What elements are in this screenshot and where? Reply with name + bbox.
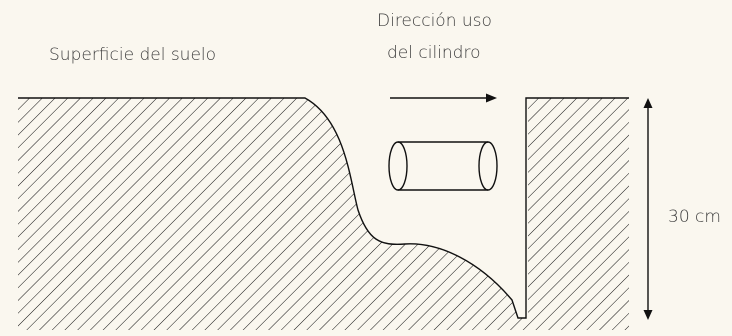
direction-label-line2: del cilindro (387, 43, 481, 63)
direction-label-line1: Dirección uso (377, 11, 492, 31)
ground-surface-line (18, 97, 629, 319)
soil-cross-section-left (18, 98, 629, 330)
cylinder-icon (388, 141, 498, 191)
depth-label: 30 cm (668, 207, 721, 227)
depth-dimension-arrow (643, 98, 653, 320)
direction-arrow (390, 93, 497, 103)
ground-surface-label: Superficie del suelo (49, 45, 217, 65)
